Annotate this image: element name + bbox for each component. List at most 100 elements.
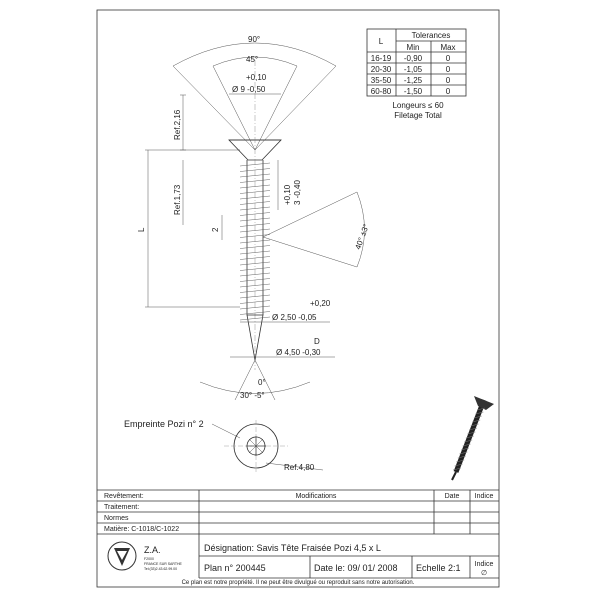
thread-line	[239, 234, 271, 238]
logo-sub2: FRANCE SUR SARTHE	[144, 562, 183, 566]
thread-line	[239, 195, 271, 200]
thumb-thread-line	[470, 423, 479, 427]
thread-line	[239, 212, 271, 216]
thread-line	[239, 250, 271, 255]
pozi-recess-view: Empreinte Pozi n° 2 Ref.4,80	[124, 419, 324, 472]
thumb-thread-line	[457, 455, 466, 459]
thread-line	[239, 206, 271, 211]
tol-row-min: -1,05	[404, 65, 423, 74]
echelle: Echelle 2:1	[416, 563, 461, 573]
thread-line	[239, 179, 271, 183]
date-le: Date le: 09/ 01/ 2008	[314, 563, 398, 573]
tol-head-min: Min	[407, 43, 420, 52]
thread-line	[239, 300, 271, 304]
tol-head-L: L	[379, 37, 384, 46]
thumb-thread-line	[456, 459, 465, 463]
thread-tol-plus: +0,10	[283, 184, 292, 205]
thumb-thread-line	[454, 463, 463, 467]
core-tol-plus: +0,20	[310, 299, 331, 308]
designation: Désignation: Savis Tête Fraisée Pozi 4,5…	[204, 543, 381, 553]
thread-line	[239, 190, 271, 194]
thread-line	[239, 173, 271, 178]
thumb-thread-line	[459, 451, 468, 455]
head-diameter: Ø 9 -0,50	[232, 85, 266, 94]
revetement-label: Revêtement:	[104, 493, 144, 500]
thread-line	[239, 305, 271, 310]
angle-90-label: 90°	[248, 35, 260, 44]
thread-line	[239, 278, 271, 282]
tol-note-thread: Filetage Total	[394, 111, 442, 120]
thread-line	[239, 168, 271, 172]
logo-sub3: Tel:(33)2.43.62.99.00	[144, 567, 177, 571]
title-block: Revêtement: Modifications Date Indice Tr…	[97, 489, 499, 586]
tol-row-min: -1,25	[404, 76, 423, 85]
footer-notice: Ce plan est notre propriété. Il ne peut …	[182, 580, 415, 586]
matiere-label: Matière: C-1018/C-1022	[104, 526, 179, 533]
thread-line	[239, 256, 271, 260]
thread-line	[239, 245, 271, 249]
tol-note-length: Longeurs ≤ 60	[392, 101, 444, 110]
traitement-label: Traitement:	[104, 504, 139, 511]
screw-body	[228, 60, 282, 370]
thread-line	[239, 289, 271, 293]
thread-line	[239, 217, 271, 222]
sheet-border	[96, 9, 500, 588]
thread-line	[239, 223, 271, 227]
modifications-header: Modifications	[296, 493, 337, 500]
tip-angle-dims: 0° 30° -5°	[199, 359, 311, 401]
thumb-thread-line	[465, 435, 474, 439]
length-L: L	[137, 227, 146, 232]
tol-row-range: 16-19	[371, 54, 392, 63]
thumb-thread-line	[468, 427, 478, 431]
tol-row-range: 20-30	[371, 65, 392, 74]
left-ref-dims: Ref.2,16 Ref.1,73 L 2	[137, 94, 240, 308]
thread-line	[239, 316, 271, 321]
thread-line	[239, 239, 271, 244]
indice-header: Indice	[475, 493, 494, 500]
ref-4-80: Ref.4,80	[284, 463, 315, 472]
thread-line	[239, 228, 271, 233]
core-diameter: Ø 2,50 -0,05	[272, 313, 317, 322]
ref-2-16: Ref.2,16	[173, 109, 182, 140]
tol-row-max: 0	[446, 87, 451, 96]
thread-angle-40: 40° ±3°	[353, 223, 370, 251]
screw-thumbnail	[451, 396, 494, 481]
thread-line	[239, 201, 271, 205]
tol-head-tolerances: Tolerances	[412, 31, 451, 40]
thumb-thread-line	[472, 419, 481, 423]
thread-line	[239, 162, 271, 167]
date-header: Date	[445, 493, 460, 500]
thread-line	[239, 272, 271, 277]
tol-row-max: 0	[446, 76, 451, 85]
tol-row-min: -0,90	[404, 54, 423, 63]
angle-45-label: 45°	[246, 55, 258, 64]
normes-label: Normes	[104, 515, 129, 522]
thumb-thread-line	[462, 443, 471, 447]
tol-row-max: 0	[446, 65, 451, 74]
indice-value: ∅	[481, 570, 487, 577]
thread-line	[239, 267, 271, 271]
tol-row-max: 0	[446, 54, 451, 63]
head-tol-plus: +0,10	[246, 73, 267, 82]
tip-angle-30: 30° -5°	[240, 391, 265, 400]
logo-sub1: F2000	[144, 557, 154, 561]
indice-label: Indice	[475, 561, 494, 568]
tol-row-range: 35-50	[371, 76, 392, 85]
head-angle-dims: 90° 45° +0,10 Ø 9 -0,50	[172, 35, 337, 151]
plan-number: Plan n° 200445	[204, 563, 266, 573]
pitch-label: 2	[211, 227, 220, 232]
company-logo: Z.A. F2000 FRANCE SUR SARTHE Tel:(33)2.4…	[107, 541, 183, 571]
thumb-thread-line	[467, 431, 476, 435]
tolerance-table: L Tolerances Min Max 16-19 -0,90 0 20-30…	[366, 28, 467, 120]
thumb-thread-line	[473, 415, 482, 419]
D-label: D	[314, 337, 320, 346]
thumb-thread-line	[464, 439, 473, 443]
outer-diameter: Ø 4,50 -0,30	[276, 348, 321, 357]
thread-line	[239, 311, 271, 315]
ref-1-73: Ref.1,73	[173, 184, 182, 215]
thumb-thread-line	[460, 447, 470, 451]
tol-row-min: -1,50	[404, 87, 423, 96]
thread-line	[239, 283, 271, 288]
